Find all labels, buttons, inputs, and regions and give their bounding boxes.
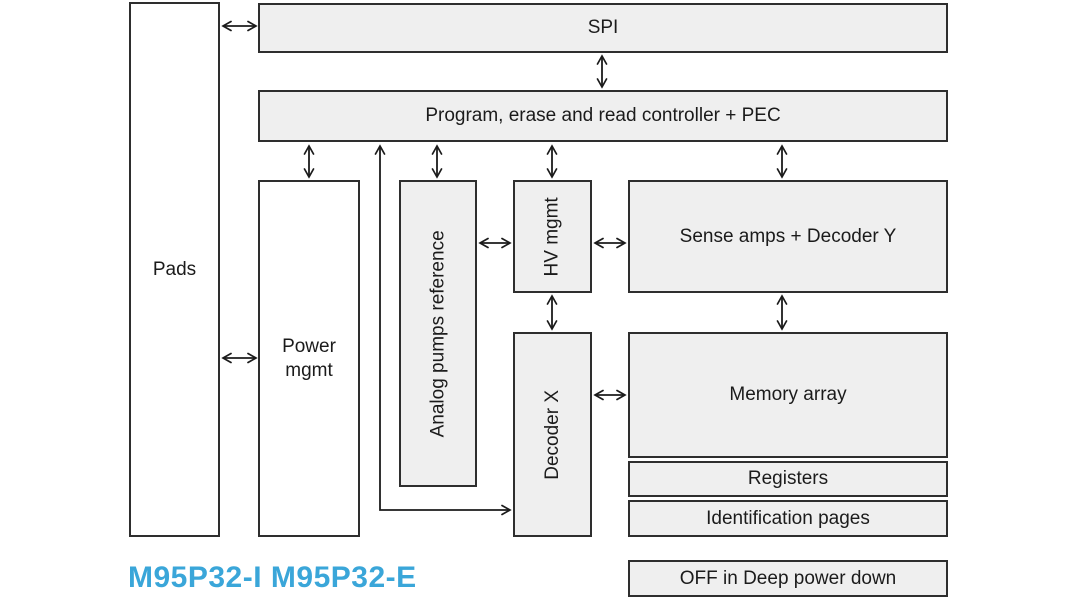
block-pads-label: Pads bbox=[152, 258, 197, 280]
block-identification-pages-label: Identification pages bbox=[706, 507, 870, 529]
block-off-deep-power-down: OFF in Deep power down bbox=[628, 560, 948, 597]
block-analog-pumps-reference: Analog pumps reference bbox=[399, 180, 477, 487]
block-power-mgmt: Power mgmt bbox=[258, 180, 360, 537]
block-pads: Pads bbox=[129, 2, 220, 537]
block-memory-array-label: Memory array bbox=[729, 384, 847, 406]
block-off-deep-power-down-label: OFF in Deep power down bbox=[679, 567, 897, 589]
block-hv-mgmt-label: HV mgmt bbox=[541, 196, 563, 277]
part-number-caption: M95P32-I M95P32-E bbox=[128, 561, 417, 594]
block-controller: Program, erase and read controller + PEC bbox=[258, 90, 948, 142]
block-spi-label: SPI bbox=[587, 17, 619, 39]
block-hv-mgmt: HV mgmt bbox=[513, 180, 592, 293]
block-registers: Registers bbox=[628, 461, 948, 497]
block-registers-label: Registers bbox=[747, 468, 829, 490]
block-memory-array: Memory array bbox=[628, 332, 948, 458]
block-decoder-x-label: Decoder X bbox=[541, 389, 563, 480]
block-sense-amps-decoder-y-label: Sense amps + Decoder Y bbox=[679, 225, 897, 247]
block-analog-pumps-reference-label: Analog pumps reference bbox=[427, 229, 449, 438]
block-power-mgmt-label: Power mgmt bbox=[282, 335, 336, 381]
block-decoder-x: Decoder X bbox=[513, 332, 592, 537]
block-identification-pages: Identification pages bbox=[628, 500, 948, 537]
block-sense-amps-decoder-y: Sense amps + Decoder Y bbox=[628, 180, 948, 293]
block-spi: SPI bbox=[258, 3, 948, 53]
block-controller-label: Program, erase and read controller + PEC bbox=[425, 105, 781, 127]
